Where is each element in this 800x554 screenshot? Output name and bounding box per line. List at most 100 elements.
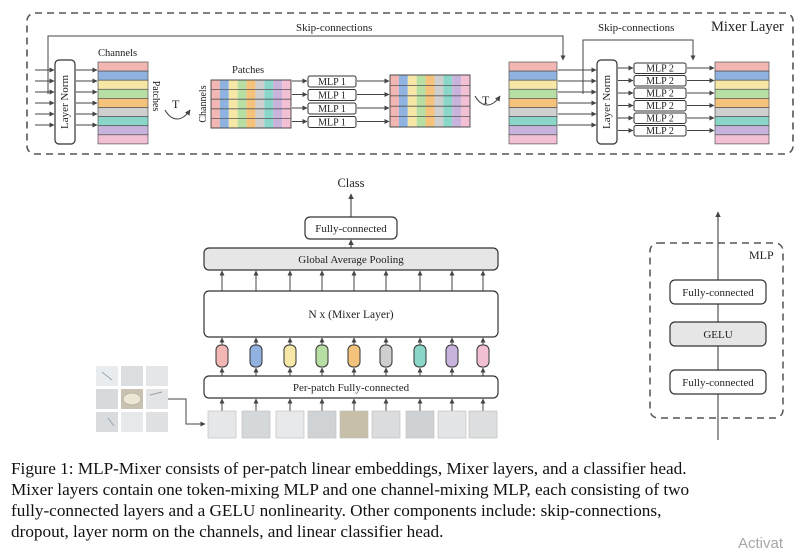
skip-label-1: Skip-connections (296, 22, 372, 34)
channels-label: Channels (98, 48, 137, 59)
mlp1-label-3: MLP 1 (318, 118, 346, 129)
per-patch-fully-connected (203, 375, 499, 399)
mlp1-label-2: MLP 1 (318, 104, 346, 115)
mlp1-box-1 (307, 89, 357, 101)
channels-table-output-row-7 (714, 125, 770, 136)
patches-table-output-col-1 (398, 75, 408, 127)
figure-caption: Figure 1: MLP-Mixer consists of per-patc… (11, 458, 797, 542)
mlp2-box-1 (633, 75, 687, 87)
mlp-mixer-diagram: Mixer Layer Skip-connections Skip-connec… (26, 12, 794, 440)
channels-table-2-row-3 (508, 88, 558, 99)
mlp1-label-0: MLP 1 (318, 77, 346, 88)
patch-thumb-5 (371, 410, 401, 439)
layer-norm-2-box (596, 59, 618, 145)
mlp2-box-5 (633, 125, 687, 137)
patches-table-col-4 (246, 80, 256, 128)
channels-table-output-row-8 (714, 134, 770, 145)
layer-norm-1-label: Layer Norm (59, 75, 71, 130)
patch-thumb-7 (437, 410, 467, 439)
channels-table-2-row-5 (508, 107, 558, 117)
mlp2-box-3 (633, 100, 687, 112)
patches-table-col-2 (228, 80, 238, 128)
token-pill-7 (445, 344, 459, 368)
mixer-stack-label: N x (Mixer Layer) (308, 309, 393, 321)
channels-table-2-row-7 (508, 125, 558, 136)
mlp-block-frame (649, 242, 784, 419)
caption-line-4: dropout, layer norm on the channels, and… (11, 522, 444, 541)
mixer-layer-title: Mixer Layer (711, 19, 784, 35)
mlp1-label-1: MLP 1 (318, 91, 346, 102)
mlp2-label-4: MLP 2 (646, 114, 674, 125)
patches-table-col-1 (219, 80, 229, 128)
patches-table-output-col-3 (416, 75, 426, 127)
channels-table-output (714, 61, 770, 145)
caption-line-1: Figure 1: MLP-Mixer consists of per-patc… (11, 459, 687, 478)
token-pill-0 (215, 344, 229, 368)
patches-table-output-col-2 (407, 75, 417, 127)
patch-thumb-0 (207, 410, 237, 439)
mixer-layer-frame (26, 12, 794, 155)
mlp2-label-5: MLP 2 (646, 126, 674, 137)
mlp1-box-3 (307, 116, 357, 128)
patches-label: Patches (232, 65, 264, 76)
patch-thumb-6 (405, 410, 435, 439)
channels-table-output-row-2 (714, 79, 770, 90)
channels-table-2-row-2 (508, 79, 558, 90)
channels-label-rotated: Channels (198, 85, 209, 122)
token-embeddings (215, 337, 490, 376)
class-label: Class (337, 176, 364, 190)
channels-table-1-row-2 (97, 79, 149, 90)
patch-thumb-4 (339, 410, 369, 439)
channels-table-output-row-5 (714, 107, 770, 117)
channels-table-output-row-6 (714, 116, 770, 127)
channels-table-1-row-1 (97, 70, 149, 81)
mlp2-label-1: MLP 2 (646, 76, 674, 87)
fully-connected-head-label: Fully-connected (315, 223, 387, 235)
mlp2-box-4 (633, 112, 687, 124)
patches-table (210, 79, 292, 129)
layer-norm-2-label: Layer Norm (601, 75, 613, 130)
token-pill-8 (476, 344, 490, 368)
patches-table-col-6 (264, 80, 274, 128)
caption-line-2: Mixer layers contain one token-mixing ML… (11, 480, 690, 499)
patches-table-col-0 (211, 80, 220, 128)
fully-connected-head (304, 216, 398, 240)
channels-table-output-row-4 (714, 98, 770, 108)
channels-table-1-row-3 (97, 88, 149, 99)
channels-table-output-row-3 (714, 88, 770, 99)
patches-table-output-col-0 (390, 75, 399, 127)
patches-table-col-3 (237, 80, 247, 128)
patches-table-output-col-7 (452, 75, 462, 127)
mlp-gelu (669, 321, 767, 347)
channels-table-1-row-7 (97, 125, 149, 136)
layer-norm-1-box (54, 59, 76, 145)
patches-label-rotated: Patches (150, 81, 161, 112)
mlp-fc-bottom (669, 369, 767, 395)
mlp2-box-2 (633, 87, 687, 99)
channels-table-2-row-4 (508, 98, 558, 108)
mlp2-label-3: MLP 2 (646, 101, 674, 112)
layer-norm-1-inputs (35, 67, 55, 128)
channels-table-1-row-8 (97, 134, 149, 145)
patches-table-border (210, 79, 292, 129)
global-average-pooling-label: Global Average Pooling (298, 254, 404, 266)
channels-table-2-row-0 (508, 61, 558, 72)
patches-table-output-col-4 (425, 75, 435, 127)
patches-table-output-col-5 (434, 75, 444, 127)
mixer-to-pool-arrows (219, 270, 486, 291)
per-patch-fully-connected-label: Per-patch Fully-connected (293, 382, 410, 394)
mlp1-box-2 (307, 102, 357, 115)
token-pill-6 (413, 344, 427, 368)
mlp-gelu-label: GELU (703, 329, 732, 341)
global-average-pooling (203, 247, 499, 271)
mlp-fc-bottom-label: Fully-connected (682, 377, 754, 389)
channels-table-1 (97, 61, 149, 145)
channels-table-1-row-0 (97, 61, 149, 72)
transpose-label-2: T (482, 93, 490, 107)
token-pill-3 (315, 344, 329, 368)
mlp-block-title: MLP (749, 248, 774, 262)
mlp2-label-2: MLP 2 (646, 89, 674, 100)
token-pill-5 (379, 344, 393, 368)
channels-table-1-row-4 (97, 98, 149, 108)
